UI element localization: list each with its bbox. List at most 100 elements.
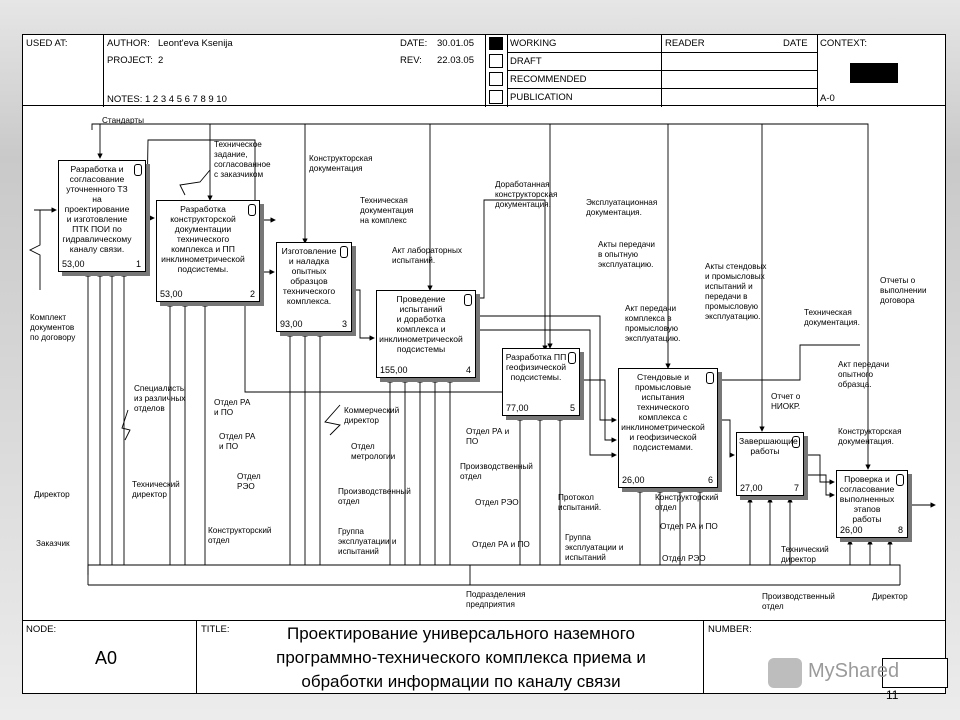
context-node: A-0: [820, 93, 835, 104]
arrow-label: Производственный отдел: [338, 487, 411, 506]
paperclip-icon: [464, 294, 472, 306]
rev-value: 22.03.05: [437, 55, 474, 66]
arrow-label: Протокол испытаний.: [558, 493, 602, 512]
used-at-label: USED AT:: [26, 38, 68, 49]
function-box-1-number: 1: [135, 259, 141, 269]
function-box-8-label: Проверка и согласование выполненных этап…: [839, 474, 895, 524]
footer-divider: [196, 620, 197, 694]
function-box-7-label: Завершающие работы: [739, 436, 798, 456]
function-box-4[interactable]: Проведение испытаний и доработка комплек…: [376, 290, 476, 378]
arrow-label: Техническое задание, согласованное с зак…: [214, 140, 271, 179]
function-box-5-cost: 77,00: [506, 403, 529, 413]
function-box-8-number: 8: [897, 525, 903, 535]
context-label: CONTEXT:: [820, 38, 867, 49]
arrow-label: Стандарты: [102, 116, 144, 125]
arrow-label: Производственный отдел: [762, 592, 835, 611]
project-label: PROJECT:: [107, 55, 153, 66]
paperclip-icon: [340, 246, 348, 258]
author-label: AUTHOR:: [107, 38, 150, 49]
arrow-label: Эксплуатационная документация.: [586, 198, 658, 217]
function-box-3-label: Изготовление и наладка опытных образцов …: [281, 246, 337, 306]
arrow-label: Отдел РА и ПО: [219, 432, 256, 451]
arrow-label: Акты передачи в опытную эксплуатацию.: [598, 240, 655, 269]
footer-divider: [703, 620, 704, 694]
arrow-label: Техническая документация.: [804, 308, 860, 327]
function-box-6[interactable]: Стендовые и промысловые испытания технич…: [618, 368, 718, 488]
arrow-label: Отдел РЭО: [237, 472, 261, 491]
rev-label: REV:: [400, 55, 422, 66]
reader-label: READER: [665, 38, 705, 49]
function-box-3[interactable]: Изготовление и наладка опытных образцов …: [276, 242, 352, 332]
arrow-label: Конструкторский отдел: [208, 526, 272, 545]
arrow-label: Доработанная конструкторская документаци…: [495, 180, 558, 209]
paperclip-icon: [568, 352, 576, 364]
arrow-label: Отдел РЭО: [662, 554, 706, 563]
function-box-6-label: Стендовые и промысловые испытания технич…: [621, 372, 705, 452]
idef0-header: [22, 34, 946, 107]
paperclip-icon: [896, 474, 904, 486]
watermark: MyShared: [808, 660, 900, 682]
number-label: NUMBER:: [708, 624, 752, 635]
logo-icon: [768, 658, 802, 688]
arrow-label: Конструкторский отдел: [655, 493, 719, 512]
arrow-label: Конструкторская документация.: [838, 427, 902, 446]
arrow-label: Подразделения предприятия: [466, 590, 526, 609]
arrow-label: Коммерческий директор: [344, 406, 400, 425]
arrow-label: Акт передачи опытного образца.: [838, 360, 890, 389]
page-number: 11: [886, 688, 899, 702]
arrow-label: Отчет о НИОКР.: [771, 392, 801, 411]
function-box-4-cost: 155,00: [380, 365, 408, 375]
arrow-label: Производственный отдел: [460, 462, 533, 481]
function-box-1[interactable]: Разработка и согласование уточненного ТЗ…: [58, 160, 146, 272]
function-box-2-cost: 53,00: [160, 289, 183, 299]
arrow-label: Отдел РЭО: [475, 498, 519, 507]
date-label: DATE:: [400, 38, 428, 49]
function-box-3-number: 3: [341, 319, 347, 329]
function-box-7-cost: 27,00: [740, 483, 763, 493]
function-box-5-label: Разработка ПП геофизической подсистемы.: [505, 352, 567, 382]
diagram-frame: [22, 34, 946, 694]
function-box-1-cost: 53,00: [62, 259, 85, 269]
function-box-2-label: Разработка конструкторской документации …: [161, 204, 245, 274]
project-value: 2: [158, 55, 164, 66]
function-box-2[interactable]: Разработка конструкторской документации …: [156, 200, 260, 302]
node-value: A0: [95, 648, 118, 668]
arrow-label: Отдел РА и ПО: [660, 522, 718, 531]
arrow-label: Акт лабораторных испытаний.: [392, 246, 462, 265]
function-box-8[interactable]: Проверка и согласование выполненных этап…: [836, 470, 908, 538]
arrow-label: Заказчик: [36, 539, 70, 548]
title-label: TITLE:: [201, 624, 230, 635]
date-value: 30.01.05: [437, 38, 474, 49]
arrow-label: Конструкторская документация: [309, 154, 373, 173]
status-recommended: RECOMMENDED: [510, 74, 587, 85]
status-working: WORKING: [510, 38, 557, 49]
status-publication: PUBLICATION: [510, 92, 573, 103]
node-label: NODE:: [26, 624, 57, 635]
arrow-label: Отдел РА и ПО: [472, 540, 530, 549]
paperclip-icon: [706, 372, 714, 384]
paperclip-icon: [134, 164, 142, 176]
diagram-title: Проектирование универсального наземного …: [276, 624, 646, 691]
arrow-label: Комплект документов по договору: [30, 313, 76, 342]
function-box-5-number: 5: [569, 403, 575, 413]
arrow-label: Акт передачи комплекса в промысловую экс…: [625, 304, 681, 343]
function-box-8-cost: 26,00: [840, 525, 863, 535]
function-box-1-label: Разработка и согласование уточненного ТЗ…: [62, 164, 132, 254]
function-box-7[interactable]: Завершающие работы 27,00 7: [736, 432, 804, 496]
function-box-3-cost: 93,00: [280, 319, 303, 329]
arrow-label: Отдел РА и ПО: [214, 398, 251, 417]
function-box-6-cost: 26,00: [622, 475, 645, 485]
arrow-label: Группа эксплуатации и испытаний: [338, 527, 397, 556]
arrow-label: Отдел РА и ПО: [466, 427, 510, 446]
arrow-label: Директор: [34, 490, 70, 499]
arrow-label: Группа эксплуатации и испытаний: [565, 533, 624, 562]
arrow-label: Технический директор: [132, 480, 180, 499]
footer-divider: [22, 620, 946, 621]
function-box-6-number: 6: [707, 475, 713, 485]
arrow-label: Техническая документация на комплекс: [360, 196, 414, 225]
arrow-label: Специалисты из различных отделов: [134, 384, 186, 413]
function-box-5[interactable]: Разработка ПП геофизической подсистемы. …: [502, 348, 580, 416]
number-box: [882, 658, 948, 688]
function-box-2-number: 2: [249, 289, 255, 299]
